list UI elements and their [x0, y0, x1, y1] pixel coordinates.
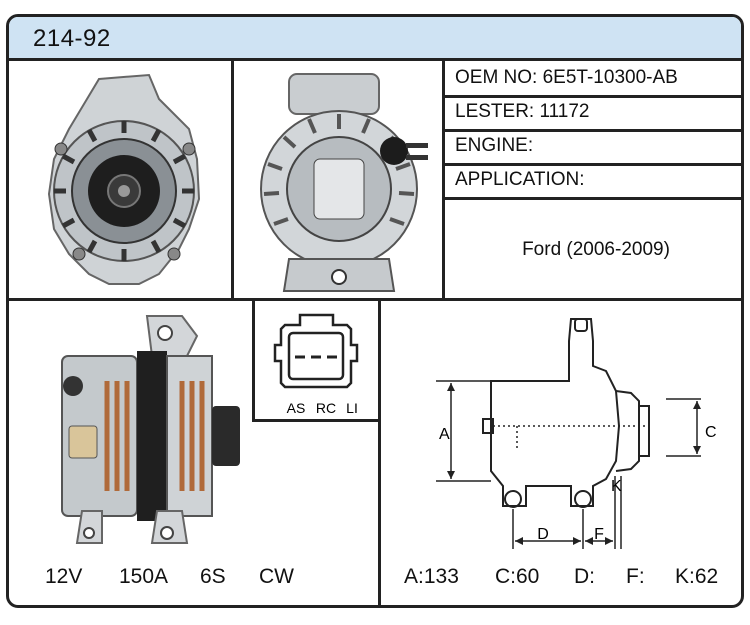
divider	[442, 95, 741, 98]
dim-label-c: C	[705, 424, 717, 441]
dim-label-d: D	[537, 526, 549, 543]
pin-label-as: AS	[287, 400, 306, 416]
alternator-front-view	[47, 73, 201, 285]
divider	[231, 61, 234, 301]
divider	[442, 129, 741, 132]
alternator-side-view	[61, 315, 240, 544]
part-number: 214-92	[33, 25, 111, 52]
amperage-value: 150A	[119, 565, 169, 588]
divider	[9, 298, 741, 301]
divider	[252, 298, 255, 422]
dim-label-k: K	[611, 478, 622, 495]
divider	[378, 298, 381, 605]
dimension-c-value: C:60	[495, 565, 540, 588]
dim-label-f: F	[594, 526, 604, 543]
divider	[442, 197, 741, 200]
pin-label-li: LI	[346, 400, 358, 416]
divider	[442, 163, 741, 166]
engine-label: ENGINE:	[455, 135, 534, 156]
divider	[442, 61, 445, 301]
connector-diagram: AS RC LI	[273, 313, 359, 416]
alternator-rear-view	[260, 73, 428, 292]
dimension-f-value: F:	[626, 565, 645, 588]
title-bar: 214-92	[9, 17, 741, 61]
voltage-value: 12V	[45, 565, 83, 588]
dim-label-a: A	[439, 426, 450, 443]
spec-sheet: 214-92 OEM NO: 6E5T-10300-AB LESTER: 111…	[6, 14, 744, 608]
divider	[252, 419, 381, 422]
dimension-k-value: K:62	[675, 565, 719, 588]
pulley-value: 6S	[200, 565, 226, 588]
lester-number: LESTER: 11172	[455, 101, 590, 122]
rotation-value: CW	[259, 565, 294, 588]
dimension-drawing: A C D F K	[436, 318, 717, 549]
dimension-a-value: A:133	[404, 565, 459, 588]
application-value: Ford (2006-2009)	[522, 239, 670, 260]
dimension-d-value: D:	[574, 565, 595, 588]
pin-label-rc: RC	[316, 400, 336, 416]
oem-number: OEM NO: 6E5T-10300-AB	[455, 67, 678, 88]
application-label: APPLICATION:	[455, 169, 585, 190]
